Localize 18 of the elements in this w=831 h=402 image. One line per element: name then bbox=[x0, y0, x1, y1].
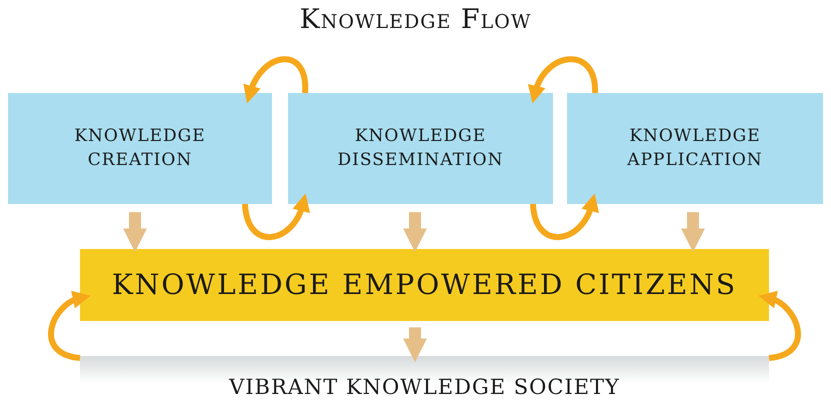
hub-banner bbox=[80, 249, 769, 321]
node-label: KNOWLEDGE EMPOWERED CITIZENS bbox=[112, 267, 738, 304]
node-label: KNOWLEDGE DISSEMINATION bbox=[336, 124, 504, 172]
process-box bbox=[567, 93, 823, 204]
node-label: VIBRANT KNOWLEDGE SOCIETY bbox=[229, 374, 620, 402]
block-arrow bbox=[403, 212, 427, 252]
node-label: KNOWLEDGE CREATION bbox=[73, 124, 207, 172]
curved-arrow bbox=[244, 56, 308, 104]
process-box bbox=[8, 93, 272, 204]
node-label: KNOWLEDGE APPLICATION bbox=[626, 124, 764, 172]
block-arrow bbox=[403, 327, 427, 362]
diagram-title: Knowledge Flow bbox=[300, 4, 532, 35]
curved-arrow bbox=[530, 194, 598, 240]
block-arrow bbox=[681, 212, 705, 252]
curved-arrow bbox=[242, 194, 310, 240]
process-box bbox=[288, 93, 553, 204]
block-arrow bbox=[123, 212, 147, 252]
curved-arrow bbox=[528, 56, 598, 104]
